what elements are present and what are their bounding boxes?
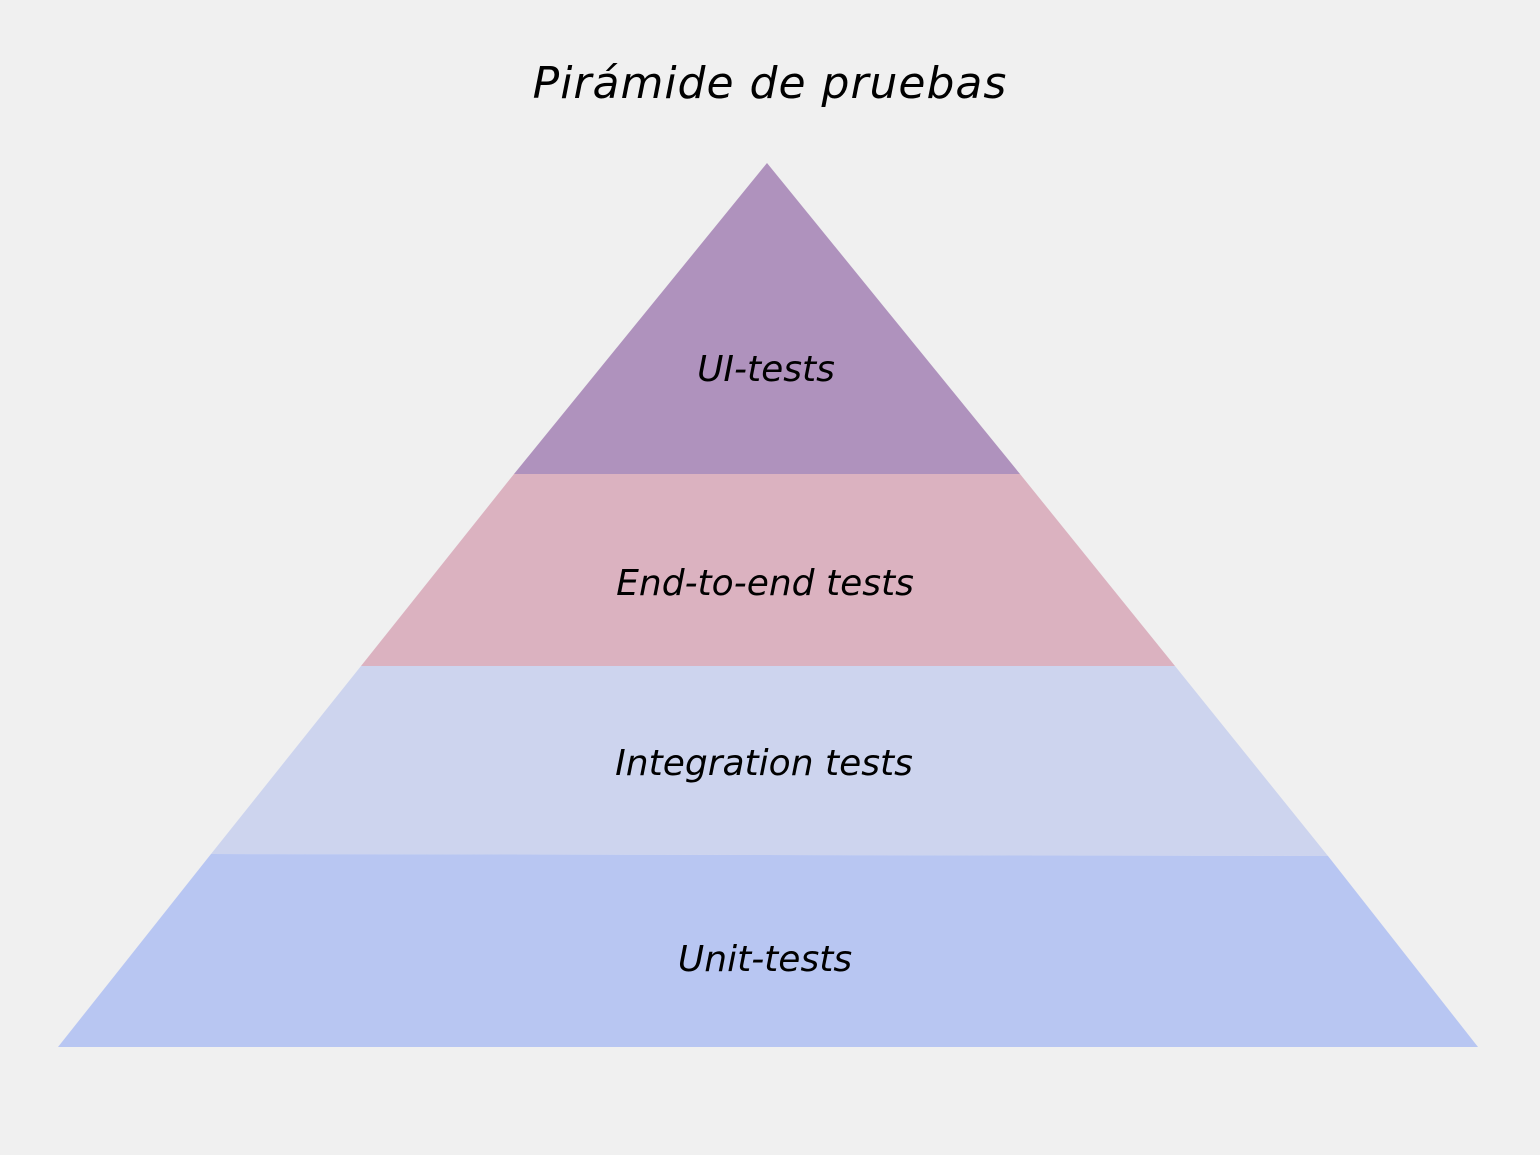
pyramid-level-integration (211, 666, 1328, 856)
pyramid-level-ui (514, 163, 1020, 474)
level-label-e2e: End-to-end tests (616, 563, 914, 604)
pyramid-level-e2e (361, 474, 1175, 666)
pyramid-level-unit (58, 854, 1478, 1047)
level-label-ui: UI-tests (697, 349, 835, 390)
level-label-unit: Unit-tests (678, 939, 852, 980)
level-label-integration: Integration tests (615, 743, 913, 784)
diagram-title: Pirámide de pruebas (532, 58, 1008, 109)
